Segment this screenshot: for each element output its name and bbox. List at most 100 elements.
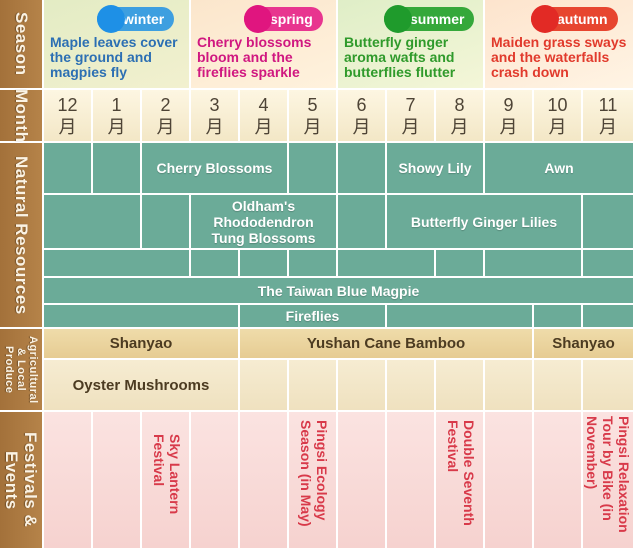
shanyao-autumn-text: Shanyao [552, 335, 615, 352]
month-unit: 月 [599, 116, 617, 137]
season-label-text: Season [12, 12, 31, 76]
autumn-pill: autumn [531, 5, 618, 33]
natural-empty-cell [436, 250, 483, 276]
natural-empty-cell [289, 143, 336, 193]
natural-empty-cell [338, 143, 385, 193]
natural-empty-cell [583, 305, 633, 327]
rhododendron-text: Rhododendron [213, 213, 314, 230]
yushan-cane-bamboo-text: Yushan Cane Bamboo [306, 335, 466, 352]
spring-description: Cherry blossoms bloom and the fireflies … [197, 34, 312, 80]
month-unit: 月 [401, 116, 420, 137]
sky-lantern-festival: Sky Lantern Festival [151, 434, 183, 515]
month-unit: 月 [205, 116, 224, 137]
winter-description: Maple leaves cover the ground and magpie… [50, 34, 178, 80]
month-unit: 月 [254, 116, 273, 137]
month-number: 1 [111, 94, 122, 115]
showy-lily-span: Showy Lily [387, 143, 483, 193]
festival-cell: Double Seventh Festival [436, 412, 483, 548]
month-unit: 月 [303, 116, 322, 137]
natural-empty-cell [583, 195, 633, 248]
natural-label-text: Natural Resources [12, 155, 31, 315]
cherry-blossoms-span: Cherry Blossoms [142, 143, 287, 193]
taiwan-blue-magpie-span: The Taiwan Blue Magpie [44, 278, 633, 303]
fest-label-text: Festivals & Events [2, 432, 40, 528]
agri-empty-cell [240, 360, 287, 410]
butterfly-ginger-text: Butterfly Ginger Lilies [410, 213, 558, 230]
awn-span: Awn [485, 143, 633, 193]
spring-pill: spring [244, 5, 323, 33]
natural-empty-cell [191, 250, 238, 276]
month-number: 8 [454, 94, 465, 115]
month-unit: 月 [352, 116, 371, 137]
month-number: 10 [547, 94, 568, 115]
cherry-blossoms-text: Cherry Blossoms [156, 160, 273, 176]
month-number: 6 [356, 94, 367, 115]
summer-name: summer [410, 11, 465, 27]
month-number: 3 [209, 94, 220, 115]
season-winter: winter Maple leaves cover the ground and… [44, 0, 189, 88]
natural-empty-cell [44, 250, 189, 276]
natural-empty-cell [338, 195, 385, 248]
season-autumn: autumn Maiden grass sways and the waterf… [485, 0, 633, 88]
agri-empty-cell [338, 360, 385, 410]
yushan-cane-bamboo-span: Yushan Cane Bamboo [240, 329, 532, 358]
winter-dot-icon [97, 5, 125, 33]
festivals-row-label: Festivals & Events [0, 412, 42, 548]
taiwan-blue-magpie-text: The Taiwan Blue Magpie [257, 282, 420, 299]
natural-resources-row-label: Natural Resources [0, 143, 42, 327]
month-number: 5 [307, 94, 318, 115]
natural-empty-cell [93, 143, 140, 193]
natural-empty-cell [485, 250, 581, 276]
natural-empty-cell [240, 250, 287, 276]
festival-cell: Pingsi Ecology Season (in May) [289, 412, 336, 548]
festival-cell: Pingsi Relaxation Tour by Bike (in Novem… [583, 412, 633, 548]
month-number: 9 [503, 94, 514, 115]
season-spring: spring Cherry blossoms bloom and the fir… [191, 0, 336, 88]
fireflies-span: Fireflies [240, 305, 385, 327]
autumn-dot-icon [531, 5, 559, 33]
festival-cell [485, 412, 532, 548]
season-summer: summer Butterfly ginger aroma wafts and … [338, 0, 483, 88]
agri-empty-cell [534, 360, 581, 410]
shanyao-autumn-span: Shanyao [534, 329, 633, 358]
festival-cell: Sky Lantern Festival [142, 412, 189, 548]
oldham-rhododendron-tung-span: Oldham's Rhododendron Tung Blossoms [191, 195, 336, 248]
festival-cell [534, 412, 581, 548]
month-row-label: Month [0, 89, 42, 142]
tung-blossoms-text: Tung Blossoms [211, 229, 316, 246]
month-unit: 月 [499, 116, 518, 137]
agri-label-text: Agricultural & Local Produce [3, 335, 39, 404]
agri-empty-cell [289, 360, 336, 410]
agri-empty-cell [436, 360, 483, 410]
pingsi-relaxation-tour: Pingsi Relaxation Tour by Bike (in Novem… [584, 416, 632, 533]
natural-empty-cell [44, 305, 238, 327]
winter-name: winter [123, 11, 165, 27]
winter-pill: winter [97, 5, 175, 33]
festival-cell [44, 412, 91, 548]
festival-cell [338, 412, 385, 548]
natural-empty-cell [142, 195, 189, 248]
summer-pill: summer [384, 5, 475, 33]
oyster-mushrooms-text: Oyster Mushrooms [72, 376, 210, 394]
month-number: 7 [405, 94, 416, 115]
festival-cell [191, 412, 238, 548]
natural-empty-cell [338, 250, 434, 276]
shanyao-winter-text: Shanyao [109, 335, 173, 352]
month-number: 4 [258, 94, 269, 115]
oldham-text: Oldham's [231, 197, 296, 214]
agri-empty-cell [387, 360, 434, 410]
month-number: 12 [57, 94, 78, 115]
agri-empty-cell [583, 360, 633, 410]
month-unit: 月 [156, 116, 175, 137]
festival-cell [387, 412, 434, 548]
natural-empty-cell [289, 250, 336, 276]
awn-text: Awn [544, 160, 574, 176]
